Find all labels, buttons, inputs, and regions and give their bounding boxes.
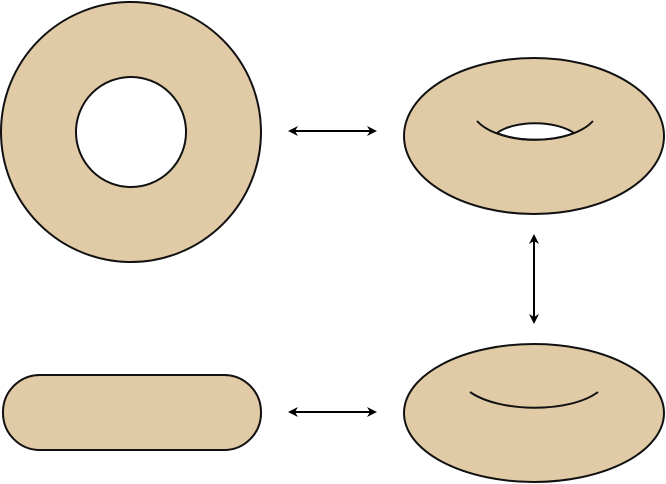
torus-side-view xyxy=(2,374,262,451)
torus-oblique-view xyxy=(403,343,665,483)
torus-top-view xyxy=(0,0,262,264)
torus-tilted-view xyxy=(403,57,665,215)
